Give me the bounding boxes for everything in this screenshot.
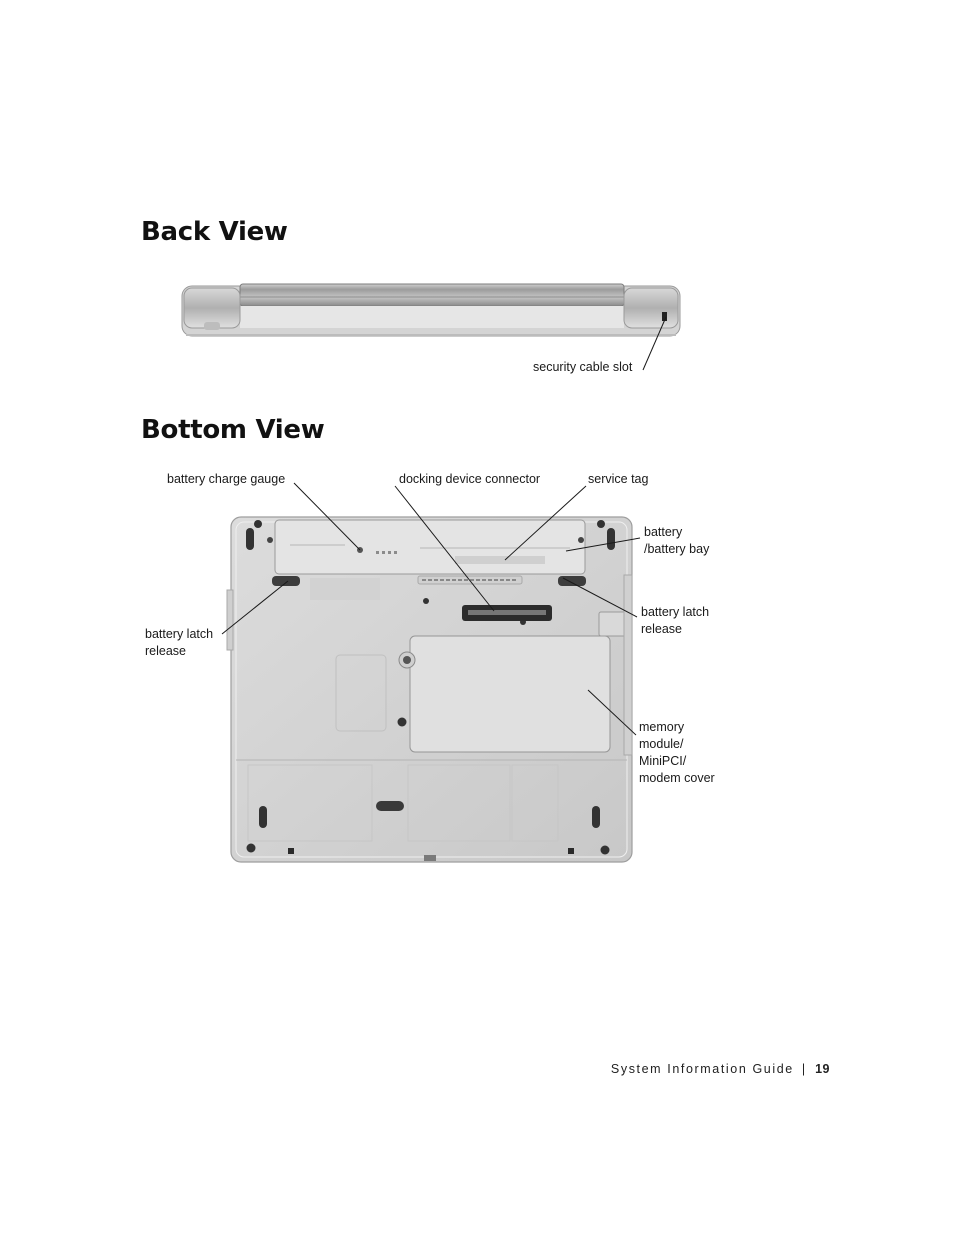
- callout-memory-cover-line-4: modem cover: [639, 771, 715, 785]
- leader-battery-latch-left: [221, 580, 289, 635]
- leader-security-cable-slot: [642, 316, 667, 371]
- callout-battery-bay: battery /battery bay: [644, 524, 709, 558]
- page-number: 19: [815, 1062, 830, 1076]
- callout-battery-latch-right-line-1: battery latch: [641, 605, 710, 619]
- callout-battery-latch-left: battery latch release: [145, 626, 213, 660]
- callout-battery-latch-right: battery latch release: [641, 604, 709, 638]
- leader-docking-device-connector: [394, 485, 495, 612]
- callout-battery-latch-left-line-1: battery latch: [145, 627, 214, 641]
- callout-memory-cover-line-1: memory: [639, 720, 685, 734]
- callout-security-cable-slot: security cable slot: [533, 360, 633, 374]
- laptop-bottom-view-image: [226, 516, 633, 863]
- callout-battery-latch-left-line-2: release: [145, 644, 186, 658]
- callout-memory-cover: memory module/ MiniPCI/ modem cover: [639, 719, 715, 787]
- leader-battery-latch-right: [562, 577, 638, 618]
- leader-service-tag: [504, 485, 587, 561]
- callout-battery-latch-right-line-2: release: [641, 622, 682, 636]
- callout-service-tag: service tag: [588, 472, 649, 486]
- leader-memory-cover: [587, 689, 637, 736]
- callout-docking-device-connector: docking device connector: [399, 472, 541, 486]
- callout-memory-cover-line-3: MiniPCI/: [639, 754, 687, 768]
- callout-memory-cover-line-2: module/: [639, 737, 684, 751]
- footer-separator: |: [801, 1062, 806, 1076]
- bottom-view-heading: Bottom View: [141, 415, 325, 445]
- callout-battery-bay-line-1: battery: [644, 525, 683, 539]
- footer-guide-title: System Information Guide: [610, 1062, 794, 1076]
- back-view-heading: Back View: [141, 217, 288, 247]
- leader-battery-charge-gauge: [293, 482, 361, 551]
- leader-battery-bay: [565, 537, 641, 552]
- laptop-back-view-image: [181, 283, 681, 337]
- callout-battery-bay-line-2: /battery bay: [644, 542, 710, 556]
- page-footer: System Information Guide | 19: [611, 1062, 830, 1076]
- callout-battery-charge-gauge: battery charge gauge: [167, 472, 286, 486]
